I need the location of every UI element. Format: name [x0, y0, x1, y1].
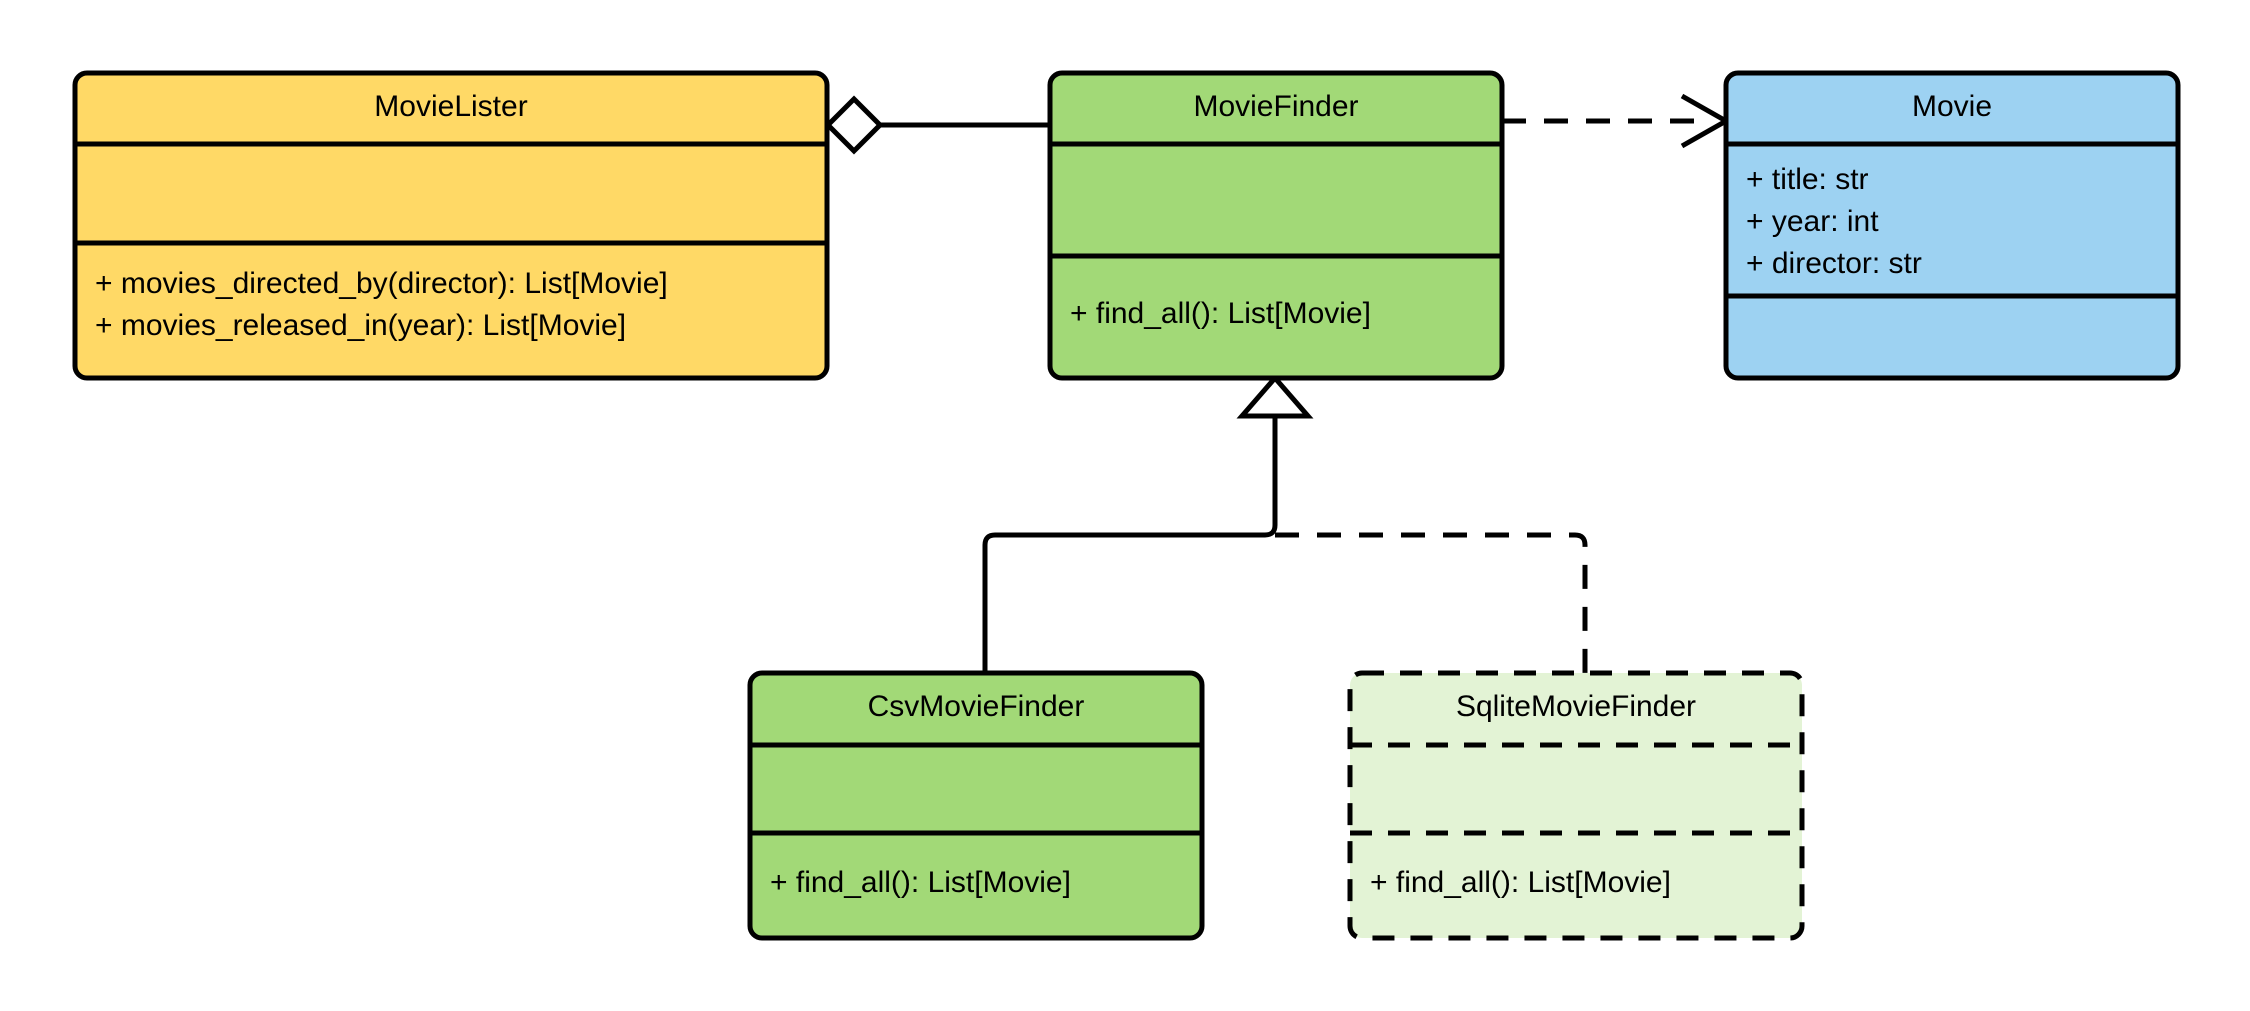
edge-generalization-csv-finder[interactable]	[982, 374, 1314, 673]
sqlite-movie-finder-title: SqliteMovieFinder	[1456, 690, 1696, 723]
sqlite-movie-finder-method-0: + find_all(): List[Movie]	[1370, 866, 1671, 899]
generalization-line-dashed	[1275, 532, 1588, 673]
edge-aggregation-lister-finder[interactable]	[824, 95, 1050, 155]
class-box-movie[interactable]: Movie + title: str + year: int + directo…	[1723, 70, 2181, 381]
class-box-sqlite-movie-finder[interactable]: SqliteMovieFinder + find_all(): List[Mov…	[1347, 670, 1805, 941]
movie-lister-title: MovieLister	[374, 90, 527, 123]
edge-generalization-sqlite-finder[interactable]	[1275, 532, 1588, 673]
hollow-diamond-marker	[824, 95, 884, 155]
movie-finder-method-0: + find_all(): List[Movie]	[1070, 297, 1371, 330]
generalization-line-solid	[982, 412, 1278, 673]
movie-frame	[1723, 70, 2181, 381]
hollow-triangle-marker-csv	[1236, 374, 1314, 419]
csv-movie-finder-method-0: + find_all(): List[Movie]	[770, 866, 1071, 899]
movie-attribute-0: + title: str	[1746, 163, 1869, 196]
class-box-movie-lister[interactable]: MovieLister + movies_directed_by(directo…	[72, 70, 830, 381]
movie-attribute-1: + year: int	[1746, 205, 1879, 238]
movie-title: Movie	[1912, 90, 1992, 123]
csv-movie-finder-title: CsvMovieFinder	[868, 690, 1085, 723]
movie-finder-frame	[1047, 70, 1505, 381]
csv-movie-finder-frame	[747, 670, 1205, 941]
movie-lister-frame	[72, 70, 830, 381]
class-box-movie-finder[interactable]: MovieFinder + find_all(): List[Movie]	[1047, 70, 1505, 381]
movie-lister-method-1: + movies_released_in(year): List[Movie]	[95, 309, 626, 342]
class-box-csv-movie-finder[interactable]: CsvMovieFinder + find_all(): List[Movie]	[747, 670, 1205, 941]
movie-lister-method-0: + movies_directed_by(director): List[Mov…	[95, 267, 668, 300]
sqlite-movie-finder-frame	[1347, 670, 1805, 941]
movie-attribute-2: + director: str	[1746, 247, 1922, 280]
movie-finder-title: MovieFinder	[1193, 90, 1358, 123]
edge-dependency-finder-movie[interactable]	[1502, 93, 1732, 149]
